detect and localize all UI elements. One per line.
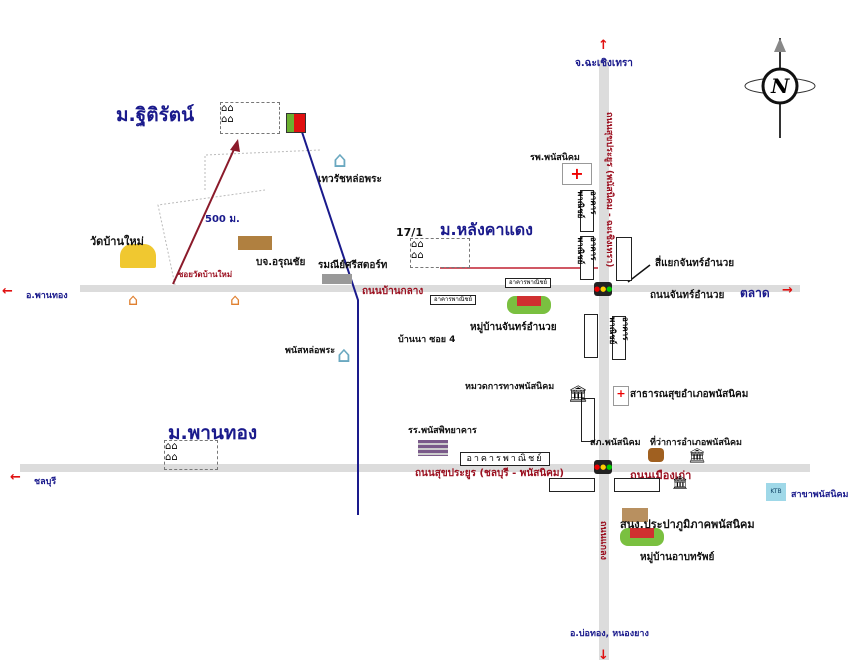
house-icon: ⌂	[230, 290, 241, 309]
compass-north-icon: N	[740, 38, 820, 138]
houses-icon: ⌂⌂⌂⌂	[164, 440, 218, 470]
arrow-west-icon: ←	[10, 470, 21, 485]
road-sukprayoon-ew	[20, 464, 810, 472]
district-office-icon: 🏛	[688, 448, 706, 464]
village-phanthong: ม.พานทอง	[168, 422, 258, 444]
village-house-icon	[620, 528, 664, 546]
commercial-label: อาคารพาณิชย์	[466, 454, 544, 464]
building-icon	[238, 236, 272, 250]
distance-label: 500 ม.	[205, 214, 240, 225]
commercial-building: อาคารพาณิชย์	[505, 278, 551, 288]
arrow-east-icon: →	[782, 283, 793, 298]
road-label-sukprayoon-ns: ถนนสุขประยูร (พนัสนิคม - ฉะเชิงเทรา)	[604, 112, 614, 268]
place-phanat-lopra: พนัสหล่อพระ	[285, 346, 336, 356]
compass-label: N	[771, 74, 790, 98]
commercial-building: อาคารพาณิชย์	[430, 295, 476, 305]
commercial-label: อาคารพาณิชย์	[433, 296, 473, 303]
place-moo-chan: หมู่บ้านจันทร์อำนวย	[470, 322, 557, 333]
waterworks-icon	[622, 508, 648, 522]
road-label-chan-amnuay: ถนนจันทร์อำนวย	[650, 290, 725, 301]
house-icon: ⌂	[337, 343, 351, 368]
government-building-icon: 🏛	[568, 384, 589, 403]
place-thewarat: เทวรัชหล่อพระ	[318, 174, 382, 185]
road-label-ban-klang: ถนนบ้านกลาง	[362, 286, 424, 297]
police-icon	[648, 448, 664, 462]
house-number: 17/1	[396, 226, 423, 239]
resort-icon	[322, 274, 352, 284]
village-thitirat: ม.ฐิติรัตน์	[116, 104, 195, 126]
house-icon: ⌂	[333, 148, 347, 173]
road-label-soi-wat: ซอยวัดบ้านใหม่	[178, 270, 233, 279]
building-block	[616, 237, 632, 281]
arrow-west-icon: ←	[2, 284, 13, 299]
building-block	[549, 478, 595, 492]
place-district: ที่ว่าการอำเภอพนัสนิคม	[650, 438, 742, 448]
road-label-sukprayoon-ew: ถนนสุขประยูร (ชลบุรี - พนัสนิคม)	[415, 468, 565, 479]
destination-marker	[286, 113, 306, 133]
place-ktb: สาขาพนัสนิคม	[791, 490, 849, 500]
bank-building-icon: 🏛	[672, 476, 689, 491]
school-icon	[418, 440, 448, 456]
building-block	[614, 478, 660, 492]
place-health: สาธารณสุขอำเภอพนัสนิคม	[630, 389, 749, 400]
hospital-icon: +	[562, 163, 592, 185]
road-ban-klang	[80, 285, 800, 292]
place-intersection: สี่แยกจันทร์อำนวย	[655, 258, 735, 269]
house-icon: ⌂	[128, 290, 139, 309]
place-school: รร.พนัสพิทยาคาร	[408, 426, 477, 436]
place-police: สภ.พนัสนิคม	[590, 438, 641, 448]
building-block	[581, 398, 595, 442]
place-moo-arbsap: หมู่บ้านอาบทรัพย์	[640, 552, 715, 563]
village-house-icon	[507, 296, 551, 314]
commercial-building: อาคารพาณิชย์	[460, 452, 550, 466]
hospital-icon: +	[613, 386, 629, 406]
direction-east: ตลาด	[740, 286, 770, 300]
direction-north: จ.ฉะเชิงเทรา	[575, 58, 633, 69]
commercial-building: อาคารพาณิชย์	[576, 190, 598, 232]
ktb-logo: KTB	[766, 483, 786, 501]
arrow-north-icon: ↑	[598, 38, 609, 53]
direction-south: อ.บ่อทอง, หนองยาง	[570, 629, 649, 639]
commercial-label: อาคารพาณิชย์	[576, 237, 598, 265]
road-label-klaeng: ถนนแกลง	[598, 520, 608, 560]
commercial-label: อาคารพาณิชย์	[576, 191, 598, 219]
building-block	[584, 314, 598, 358]
arrow-south-icon: ↓	[598, 648, 609, 663]
commercial-label: อาคารพาณิชย์	[508, 279, 548, 286]
place-waterworks: สนง.ประปาภูมิภาคพนัสนิคม	[620, 518, 755, 531]
commercial-label: อาคารพาณิชย์	[608, 317, 630, 345]
commercial-building: อาคารพาณิชย์	[608, 316, 630, 360]
traffic-light-icon: ●●●	[594, 460, 612, 474]
houses-icon: ⌂⌂⌂⌂	[410, 238, 470, 268]
place-banna: บ้านนา ซอย 4	[398, 335, 456, 345]
temple-icon	[120, 244, 156, 268]
direction-west-top: อ.พานทอง	[26, 291, 68, 301]
road-sukprayoon-ns	[599, 60, 609, 660]
village-langkhadaeng: ม.หลังคาแดง	[440, 220, 533, 239]
place-rommanee: รมณีย์ศรีสตอร์ท	[318, 260, 388, 271]
place-hospital: รพ.พนัสนิคม	[530, 153, 580, 163]
ktb-logo-text: KTB	[770, 488, 782, 495]
direction-west-bottom: ชลบุรี	[34, 477, 57, 487]
place-highway: หมวดการทางพนัสนิคม	[465, 382, 555, 392]
commercial-building: อาคารพาณิชย์	[576, 236, 598, 280]
place-arunchai: บจ.อรุณชัย	[256, 257, 306, 268]
traffic-light-icon: ●●●	[594, 282, 612, 296]
place-wat: วัดบ้านใหม่	[90, 235, 144, 248]
houses-icon: ⌂⌂⌂⌂	[220, 102, 280, 134]
